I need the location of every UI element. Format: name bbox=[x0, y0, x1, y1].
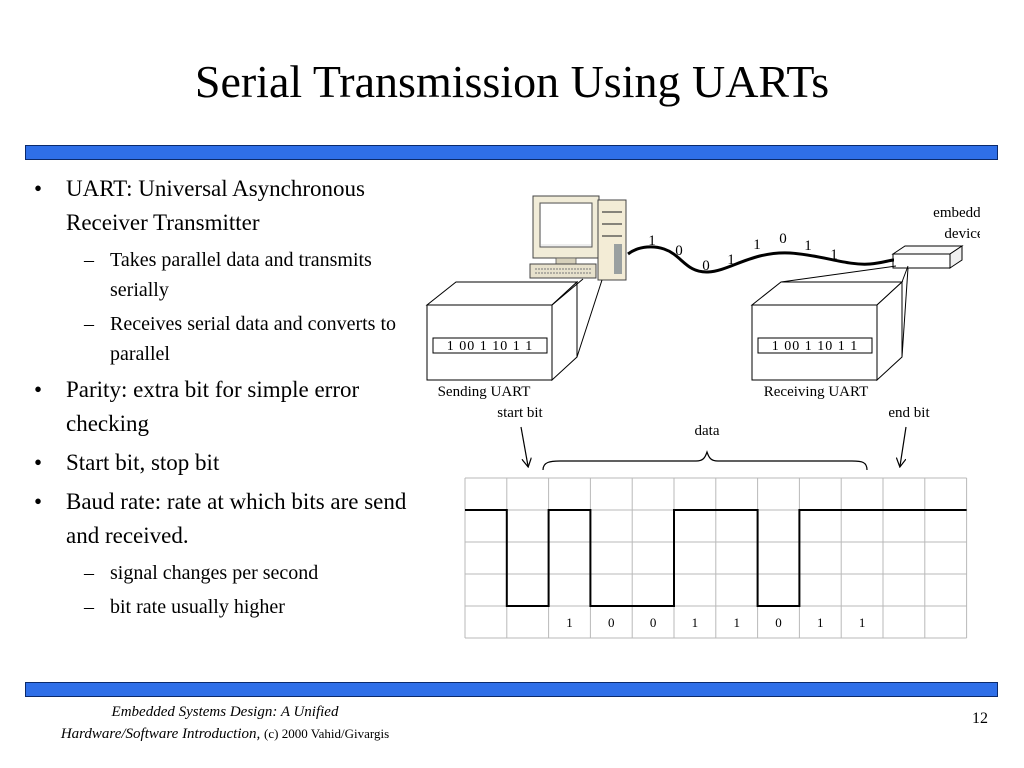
bullet-marker: • bbox=[34, 176, 43, 201]
sub-bullet-item: –Takes parallel data and transmits seria… bbox=[34, 245, 414, 305]
sub-bullet-marker: – bbox=[84, 562, 94, 584]
data-brace bbox=[542, 450, 868, 471]
bullet-item: • Start bit, stop bit bbox=[34, 446, 414, 480]
embedded-device-label-line2: device bbox=[944, 226, 980, 242]
start-bit-arrow bbox=[520, 426, 528, 466]
waveform-bit-label: 1 bbox=[817, 615, 824, 630]
sub-bullet-text: bit rate usually higher bbox=[110, 596, 285, 618]
waveform-bit-label: 1 bbox=[733, 615, 740, 630]
bullet-marker: • bbox=[34, 450, 43, 475]
waveform-bit-label: 1 bbox=[692, 615, 699, 630]
wire-bit: 0 bbox=[675, 243, 683, 259]
footer-book-title-line2: Hardware/Software Introduction, bbox=[60, 726, 261, 742]
end-bit-label: end bit bbox=[888, 405, 930, 421]
wire-bit: 1 bbox=[804, 238, 812, 254]
sending-uart-label: Sending UART bbox=[438, 384, 531, 400]
uart-diagram: embedded device 1 0 0 1 1 0 1 1 1 00 1 1… bbox=[425, 195, 980, 639]
data-label: data bbox=[695, 423, 720, 439]
bullet-text: Baud rate: rate at which bits are send a… bbox=[66, 489, 407, 548]
bullet-marker: • bbox=[34, 489, 43, 514]
bullet-text: Start bit, stop bit bbox=[66, 450, 220, 475]
top-divider-bar bbox=[25, 145, 998, 160]
waveform-bit-label: 1 bbox=[859, 615, 866, 630]
waveform-bit-label: 0 bbox=[775, 615, 782, 630]
receiving-uart-zoom bbox=[750, 265, 909, 382]
bullet-text: UART: Universal Asynchronous Receiver Tr… bbox=[66, 176, 365, 235]
wire-bit: 0 bbox=[779, 231, 787, 247]
timing-grid bbox=[464, 477, 968, 639]
waveform-bit-labels: 1 0 0 1 1 0 1 1 bbox=[566, 615, 865, 630]
sub-bullet-marker: – bbox=[84, 313, 94, 335]
receiving-uart-label: Receiving UART bbox=[764, 384, 869, 400]
slide-title: Serial Transmission Using UARTs bbox=[194, 56, 830, 107]
bottom-divider-bar bbox=[25, 682, 998, 697]
waveform-bit-label: 0 bbox=[650, 615, 657, 630]
start-bit-label: start bit bbox=[497, 405, 543, 421]
sub-bullet-text: signal changes per second bbox=[110, 562, 319, 584]
wire-bit: 1 bbox=[648, 233, 656, 249]
footer-copyright: (c) 2000 Vahid/Givargis bbox=[264, 726, 390, 741]
bullet-list: • UART: Universal Asynchronous Receiver T… bbox=[34, 172, 414, 626]
bullet-item: • Parity: extra bit for simple error chec… bbox=[34, 373, 414, 441]
uart-waveform bbox=[465, 509, 967, 607]
sub-bullet-item: –signal changes per second bbox=[34, 558, 414, 588]
sending-register-bits: 1 00 1 10 1 1 bbox=[447, 339, 534, 354]
sub-bullet-text: Takes parallel data and transmits serial… bbox=[110, 249, 372, 301]
embedded-device-icon bbox=[891, 245, 964, 269]
sub-bullet-marker: – bbox=[84, 249, 94, 271]
wire-bit: 1 bbox=[830, 247, 838, 263]
bullet-marker: • bbox=[34, 377, 43, 402]
computer-icon bbox=[529, 195, 627, 281]
waveform-bit-label: 0 bbox=[608, 615, 615, 630]
bullet-item: • Baud rate: rate at which bits are send … bbox=[34, 485, 414, 553]
wire-bit: 0 bbox=[702, 258, 710, 274]
end-bit-arrow bbox=[900, 426, 907, 466]
receiving-register-bits: 1 00 1 10 1 1 bbox=[772, 339, 859, 354]
sub-bullet-marker: – bbox=[84, 596, 94, 618]
serial-cable bbox=[627, 245, 895, 274]
sending-uart-zoom bbox=[425, 278, 603, 382]
bullet-item: • UART: Universal Asynchronous Receiver T… bbox=[34, 172, 414, 240]
page-number: 12 bbox=[972, 710, 988, 727]
sub-bullet-item: –bit rate usually higher bbox=[34, 592, 414, 622]
waveform-bit-label: 1 bbox=[566, 615, 573, 630]
footer-book-title-line1: Embedded Systems Design: A Unified bbox=[111, 704, 339, 720]
bullet-text: Parity: extra bit for simple error check… bbox=[66, 377, 360, 436]
sub-bullet-item: –Receives serial data and converts to pa… bbox=[34, 309, 414, 369]
embedded-device-label-line1: embedded bbox=[933, 205, 980, 221]
footer-citation: Embedded Systems Design: A Unified Hardw… bbox=[25, 702, 425, 745]
sub-bullet-text: Receives serial data and converts to par… bbox=[110, 313, 396, 365]
wire-bit: 1 bbox=[727, 252, 735, 268]
wire-bit: 1 bbox=[753, 237, 761, 253]
